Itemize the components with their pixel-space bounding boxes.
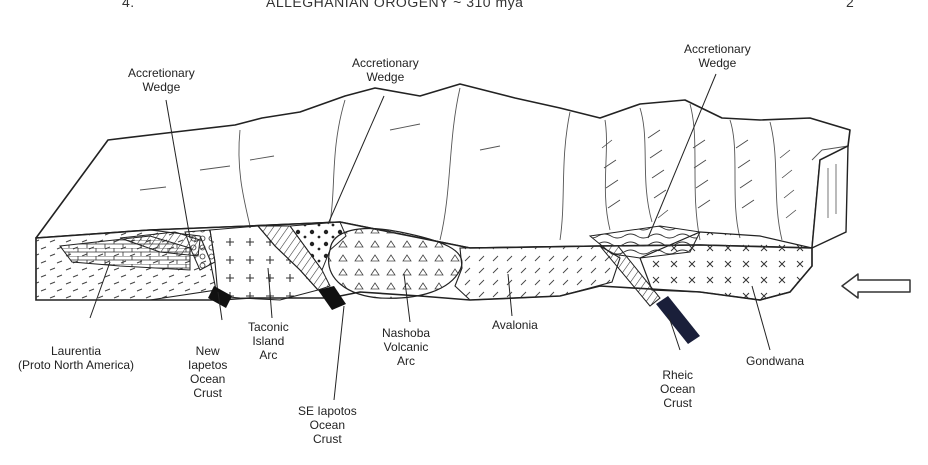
header-right-marker: 2 — [846, 0, 854, 10]
left-arrow-icon — [842, 274, 910, 298]
rheic-crust-slab — [656, 296, 700, 344]
label-laurentia: Laurentia(Proto North America) — [18, 344, 134, 372]
label-gondwana: Gondwana — [746, 354, 804, 368]
header-left-marker: 4. — [122, 0, 135, 10]
label-avalonia: Avalonia — [492, 318, 538, 332]
header-title: ALLEGHANIAN OROGENY ~ 310 mya — [266, 0, 523, 10]
avalonia-unit — [455, 246, 620, 300]
